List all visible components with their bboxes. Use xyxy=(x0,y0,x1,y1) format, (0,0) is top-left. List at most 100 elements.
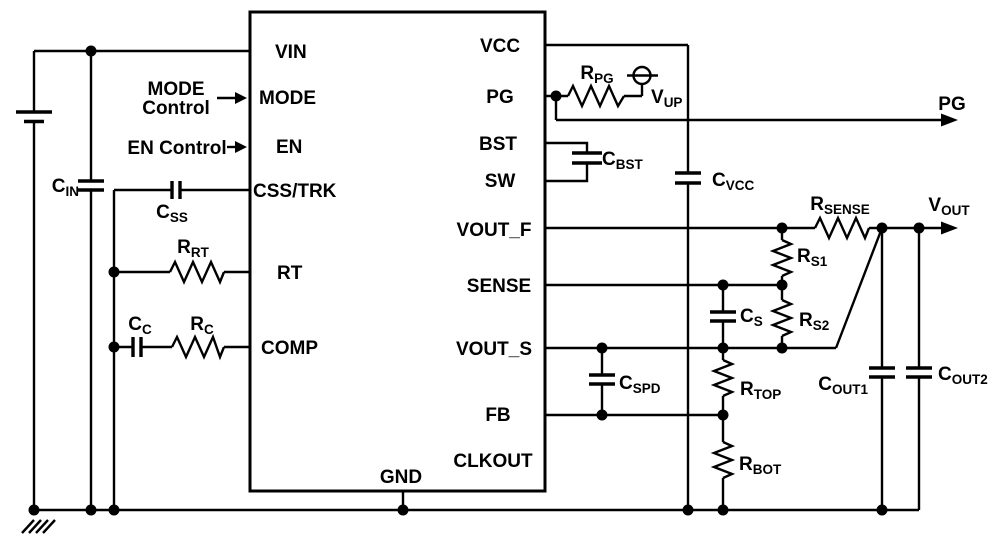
rs1-zigzag xyxy=(769,238,795,278)
label-cs: CS xyxy=(740,306,763,329)
label-rsense: RSENSE xyxy=(810,194,870,217)
junction-dot xyxy=(596,409,608,421)
junction-dot xyxy=(682,504,694,516)
junction-dot xyxy=(108,504,120,516)
remote-sense-diagonal xyxy=(834,227,884,349)
ground-hatch-1 xyxy=(21,519,35,534)
annotation-labels: MODE Control EN Control PG xyxy=(127,79,965,159)
junction-dot xyxy=(776,279,788,291)
pin-label-vout-f: VOUT_F xyxy=(457,220,532,241)
junction-dot xyxy=(85,504,97,516)
junction-dot xyxy=(913,222,925,234)
resistor-rbot xyxy=(710,415,736,510)
vout-right-arrow-icon xyxy=(941,221,958,235)
capacitor-cspd xyxy=(589,348,615,415)
rsense-zigzag xyxy=(813,215,871,242)
pin-label-vcc: VCC xyxy=(480,36,520,57)
en-control-label: EN Control xyxy=(127,138,226,159)
junction-dots xyxy=(28,45,925,516)
cbst-bottom-lead xyxy=(545,163,589,183)
ground-hatch-4 xyxy=(42,519,56,534)
pin-label-gnd: GND xyxy=(380,467,422,488)
junction-dot xyxy=(717,342,729,354)
label-rs2: RS2 xyxy=(799,310,829,333)
resistor-rs2 xyxy=(769,285,795,348)
mode-right-arrow-icon xyxy=(235,92,247,104)
pg-right-arrow-icon xyxy=(941,113,958,127)
junction-dot xyxy=(85,45,97,57)
junction-dot xyxy=(876,504,888,516)
junction-dot xyxy=(596,342,608,354)
label-vout: VOUT xyxy=(928,195,970,218)
resistor-rsense xyxy=(813,215,871,242)
capacitor-css xyxy=(114,181,250,199)
junction-dot xyxy=(28,504,40,516)
chassis-ground-icon xyxy=(21,519,56,534)
label-vup: VUP xyxy=(651,87,682,110)
junction-dot xyxy=(717,409,729,421)
rtop-zigzag xyxy=(710,358,736,398)
junction-dot xyxy=(717,504,729,516)
pin-label-clkout: CLKOUT xyxy=(453,451,533,472)
junction-dot xyxy=(776,342,788,354)
label-css: CSS xyxy=(156,202,188,225)
junction-dot xyxy=(776,222,788,234)
label-rs1: RS1 xyxy=(797,246,828,269)
pin-label-mode: MODE xyxy=(259,88,316,109)
pin-label-rt: RT xyxy=(277,263,303,284)
junction-dot xyxy=(108,341,120,353)
resistor-rrt xyxy=(114,259,250,286)
label-rtop: RTOP xyxy=(740,379,781,402)
pg-output-label: PG xyxy=(938,94,965,115)
label-rc: RC xyxy=(190,314,214,337)
battery-icon xyxy=(16,51,52,510)
pin-label-css-trk: CSS/TRK xyxy=(253,181,337,202)
label-cbst: CBST xyxy=(602,149,643,172)
label-cout2: COUT2 xyxy=(938,364,988,387)
capacitor-cout2 xyxy=(906,228,932,510)
resistor-rc xyxy=(170,333,250,361)
resistor-rtop xyxy=(710,348,736,415)
rpg-zigzag xyxy=(566,83,626,109)
en-input-arrow xyxy=(227,141,247,153)
ic-body xyxy=(248,10,547,493)
ic-pin-labels: VIN MODE EN CSS/TRK RT COMP VCC PG BST S… xyxy=(253,36,533,488)
label-cout1: COUT1 xyxy=(818,374,868,397)
ground-hatch-3 xyxy=(35,519,49,534)
pin-label-vin: VIN xyxy=(275,42,307,63)
mode-control-label-line2: Control xyxy=(142,98,210,119)
pin-label-fb: FB xyxy=(485,405,510,426)
pin-label-sense: SENSE xyxy=(467,276,531,297)
junction-dot xyxy=(550,90,562,102)
ground-hatch-2 xyxy=(28,519,42,534)
capacitor-cvcc xyxy=(675,45,701,510)
label-cvcc: CVCC xyxy=(712,170,754,193)
component-labels: CIN CSS RRT CC RC RPG VUP CBST CVCC RSEN… xyxy=(52,63,988,477)
label-rrt: RRT xyxy=(177,237,209,260)
junction-dot xyxy=(397,504,409,516)
capacitor-cout1 xyxy=(869,228,895,510)
rc-zigzag xyxy=(170,333,226,361)
resistor-rpg xyxy=(566,83,642,109)
cbst-top-lead xyxy=(545,141,589,153)
capacitor-cs xyxy=(710,285,736,348)
capacitor-cc xyxy=(114,337,172,357)
capacitor-cbst xyxy=(545,141,602,183)
pin-label-pg: PG xyxy=(486,87,513,108)
pin-label-comp: COMP xyxy=(261,338,318,359)
pin-label-en: EN xyxy=(276,137,302,158)
pin-label-bst: BST xyxy=(479,134,517,155)
label-cin: CIN xyxy=(52,176,79,199)
capacitor-cin xyxy=(78,51,104,510)
junction-dot xyxy=(876,222,888,234)
en-right-arrow-icon xyxy=(235,141,247,153)
rrt-zigzag xyxy=(168,259,226,286)
rs2-zigzag xyxy=(769,298,795,338)
voltage-source-circle-icon xyxy=(627,65,658,96)
pin-label-vout-s: VOUT_S xyxy=(456,339,532,360)
label-cspd: CSPD xyxy=(619,373,661,396)
rbot-zigzag xyxy=(710,440,736,480)
mode-control-label-line1: MODE xyxy=(148,79,205,100)
